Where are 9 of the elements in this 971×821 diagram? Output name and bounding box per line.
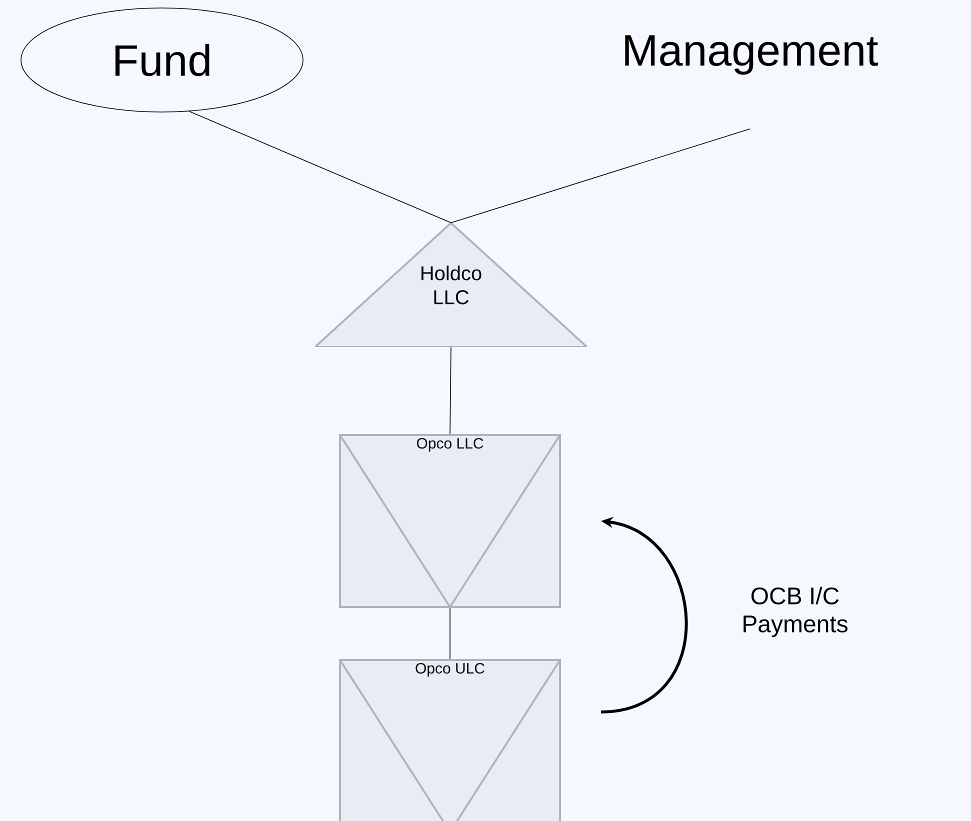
edge-label: OCB I/C Payments (728, 584, 862, 640)
connector-line (450, 346, 452, 434)
connector-line (188, 111, 452, 224)
holding-triangle: Holdco LLC (315, 223, 587, 347)
node-text: Management (625, 35, 878, 75)
entity-box: Opco ULC (339, 659, 561, 821)
entity-box: Opco LLC (339, 434, 561, 608)
ellipse-node: Fund (20, 8, 304, 112)
connector-line (450, 128, 750, 224)
